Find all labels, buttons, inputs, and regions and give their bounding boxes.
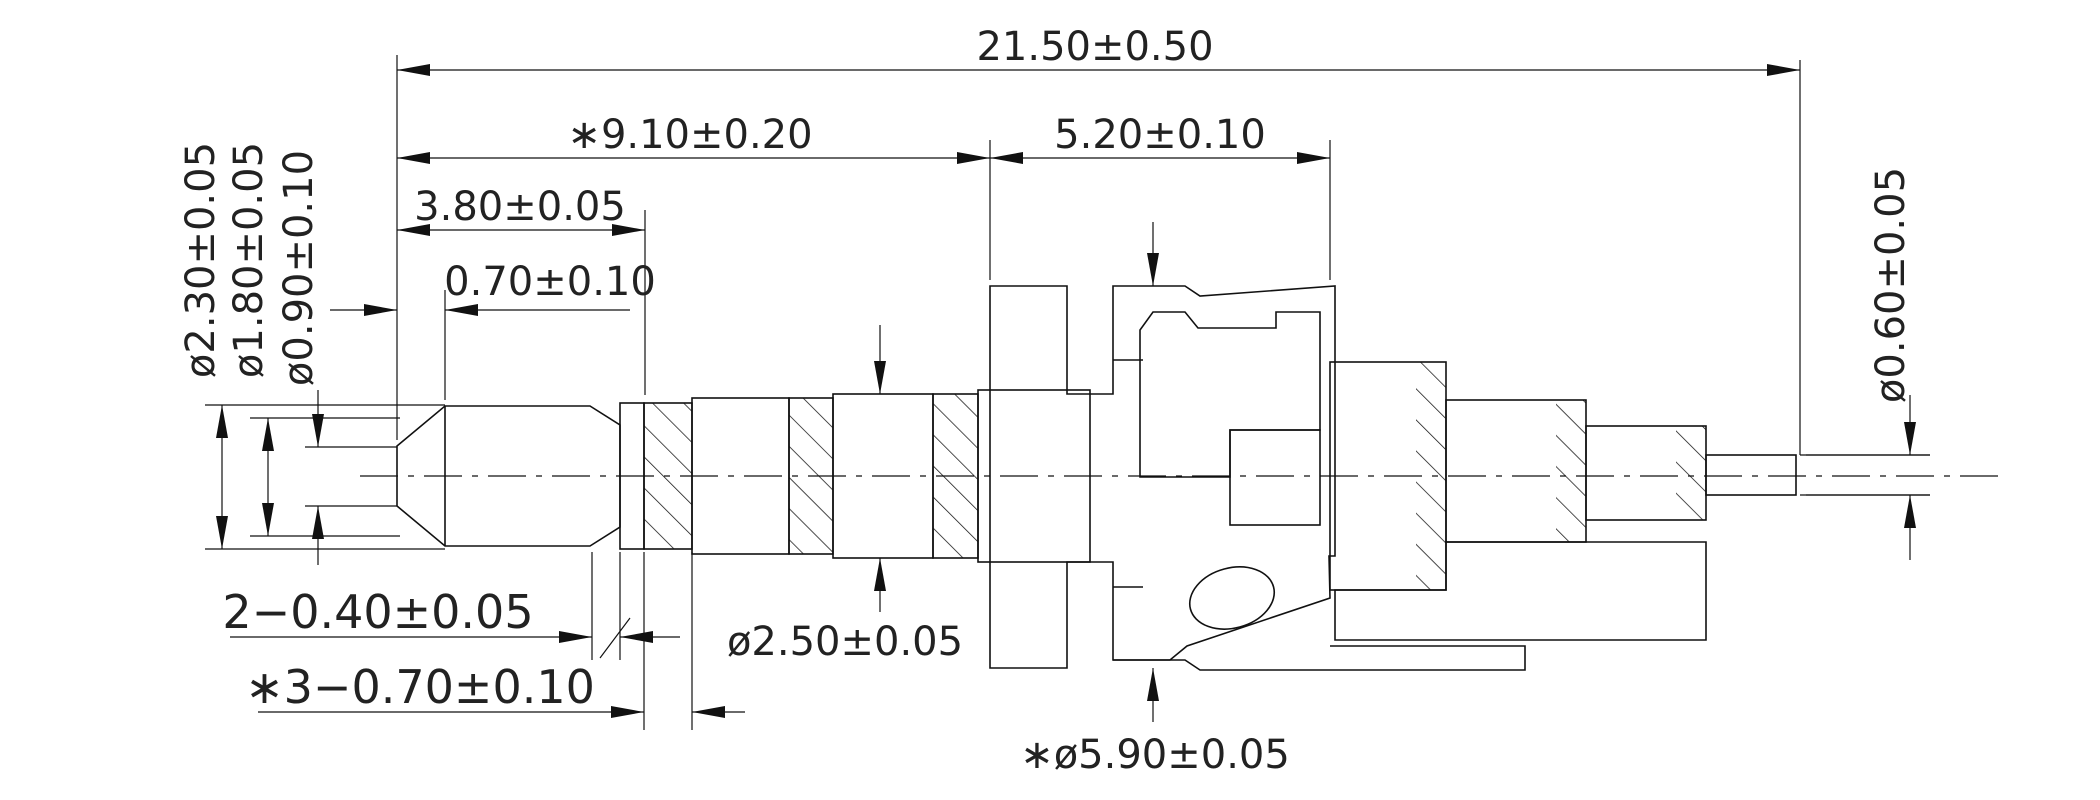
dimension-labels: 21.50±0.50 ∗9.10±0.20 5.20±0.10 3.80±0.0… — [178, 24, 1914, 778]
dim-grooves-0-70: ∗3−0.70±0.10 — [245, 660, 595, 714]
dim-length-9-10: ∗9.10±0.20 — [567, 112, 812, 158]
dim-diameter-0-60: ø0.60±0.05 — [1868, 167, 1914, 403]
dim-diameter-2-50: ø2.50±0.05 — [727, 619, 963, 665]
dim-length-0-70: 0.70±0.10 — [444, 259, 656, 305]
dim-diameter-1-80: ø1.80±0.05 — [226, 142, 272, 378]
dim-diameter-5-90: ∗ø5.90±0.05 — [1020, 732, 1290, 778]
dim-length-5-20: 5.20±0.10 — [1054, 112, 1266, 158]
insulator-section — [1139, 311, 1321, 478]
dimension-lines — [216, 64, 1916, 722]
dim-diameter-2-30: ø2.30±0.05 — [178, 142, 224, 378]
section-hatching — [644, 362, 1707, 641]
dim-diameter-0-90: ø0.90±0.10 — [276, 150, 322, 386]
dim-length-3-80: 3.80±0.05 — [414, 184, 626, 230]
dim-overall-length: 21.50±0.50 — [976, 24, 1213, 70]
dim-grooves-0-40: 2−0.40±0.05 — [222, 585, 533, 639]
